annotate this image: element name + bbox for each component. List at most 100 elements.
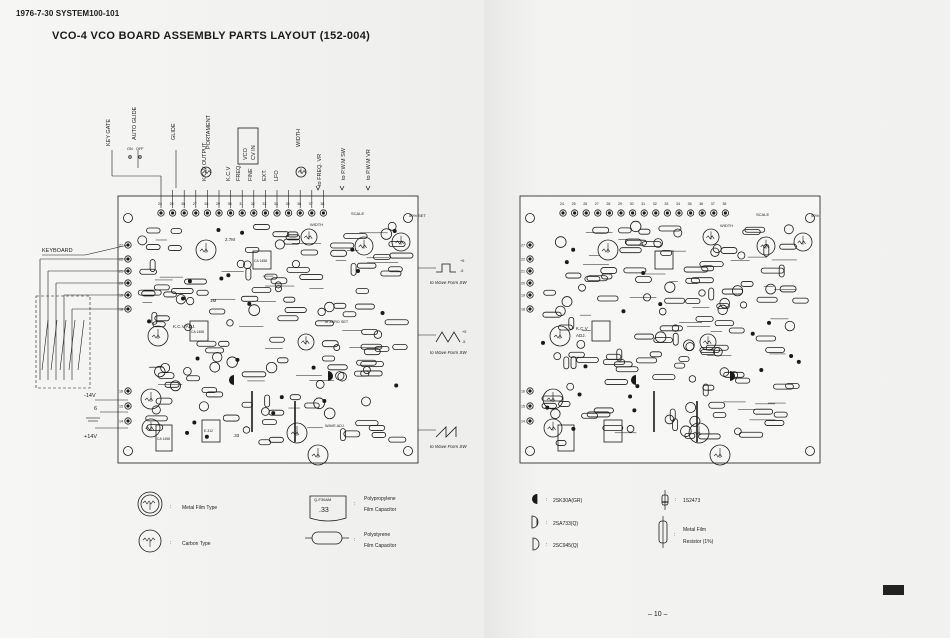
resistor: [388, 436, 407, 443]
terminal-pad: [192, 209, 200, 217]
resistor: [330, 242, 355, 249]
mount-hole: [525, 446, 535, 456]
terminal-number-left: 15: [119, 405, 123, 409]
solder-pad: [226, 273, 231, 278]
resistor: [272, 231, 290, 238]
terminal-number-left: 22: [119, 258, 123, 262]
resistor: [251, 287, 272, 293]
solder-pad: [185, 430, 190, 435]
resistor-vertical: [568, 316, 575, 330]
legend-carbon-pot: [138, 529, 162, 553]
solder-pad: [583, 364, 588, 369]
resistor: [779, 243, 797, 250]
top-label: LFO: [274, 170, 280, 181]
ic-package: [189, 320, 209, 342]
solder-pad: [632, 408, 637, 413]
legend-label: Film Capacitor: [364, 507, 397, 513]
pot-glyph: [300, 340, 310, 345]
resistor: [664, 297, 686, 304]
resistor-vertical: [672, 332, 679, 346]
resistor: [568, 351, 585, 358]
resistor: [300, 249, 319, 256]
resistor: [702, 384, 715, 391]
terminal-number-left: 27: [521, 244, 525, 248]
terminal-pad: [582, 209, 590, 217]
legend-label: Metal Film Type: [182, 505, 217, 511]
resistor: [543, 289, 556, 296]
trimmer-pot: [297, 333, 315, 351]
resistor: [153, 284, 170, 291]
legend-label: 2SC945(Q): [553, 543, 579, 549]
resistor: [773, 383, 794, 390]
resistor: [602, 424, 624, 431]
resistor: [586, 275, 608, 282]
terminal-hole: [630, 211, 635, 215]
capacitor: [671, 324, 680, 332]
terminal-number-top: 33: [262, 202, 266, 206]
board-outline: [519, 195, 821, 464]
resistor: [283, 296, 296, 303]
transistor-filled: [631, 375, 636, 385]
terminal-number-top: 33: [664, 202, 668, 206]
resistor: [604, 379, 628, 385]
resistor: [712, 412, 727, 418]
terminal-hole: [182, 211, 186, 215]
resistor: [139, 268, 157, 275]
terminal-hole: [171, 211, 175, 215]
capacitor: [380, 228, 393, 240]
square-wave: [436, 263, 456, 273]
solder-pad: [219, 276, 224, 281]
resistor: [286, 266, 310, 273]
resistor: [685, 277, 700, 284]
resistor: [649, 351, 662, 358]
resistor: [597, 295, 619, 302]
terminal-pad: [124, 241, 132, 249]
resistor: [315, 320, 334, 327]
pot-glyph: [395, 240, 404, 245]
terminal-number-top: 35: [688, 202, 692, 206]
board-label-ic: CA 1458: [254, 259, 267, 263]
pot-ring: [200, 166, 212, 178]
capacitor: [248, 304, 261, 316]
terminal-number-top: 32: [251, 202, 255, 206]
solder-pad: [394, 383, 399, 388]
terminal-hole: [126, 389, 130, 393]
solder-pad: [380, 310, 385, 315]
capacitor: [226, 319, 234, 327]
resistor: [728, 327, 745, 334]
terminal-hole: [252, 211, 256, 215]
pot-ring: [391, 232, 411, 252]
resistor: [145, 244, 161, 250]
mount-hole: [403, 446, 413, 456]
resistor-vertical: [149, 259, 156, 272]
resistor: [593, 407, 614, 414]
terminal-hole: [528, 243, 532, 247]
resistor: [586, 411, 611, 418]
terminal-number-top: 31: [641, 202, 645, 206]
resistor: [184, 278, 207, 285]
resistor: [584, 276, 601, 282]
capacitor: [387, 221, 397, 231]
solder-pad: [571, 247, 576, 252]
terminal-pad: [261, 209, 269, 217]
resistor: [714, 320, 735, 327]
keyboard-wire: [84, 244, 129, 256]
capacitor: [183, 366, 192, 376]
solder-pad: [192, 420, 197, 425]
terminal-number-left: 21: [521, 270, 525, 274]
terminal-hole: [217, 211, 221, 215]
capacitor: [137, 235, 148, 246]
terminal-hole: [321, 211, 325, 215]
terminal-pad: [215, 209, 223, 217]
resistor: [601, 273, 613, 280]
terminal-pad: [203, 209, 211, 217]
capacitor: [555, 305, 566, 317]
solder-pad: [564, 260, 569, 265]
terminal-number-top: 25: [572, 202, 576, 206]
terminal-pad: [238, 209, 246, 217]
board-label-50: 50%: [811, 213, 819, 218]
pot-glyph: [713, 453, 723, 458]
capacitor: [566, 382, 575, 391]
terminal-number-left: 19: [521, 294, 525, 298]
solder-pad: [195, 356, 200, 361]
